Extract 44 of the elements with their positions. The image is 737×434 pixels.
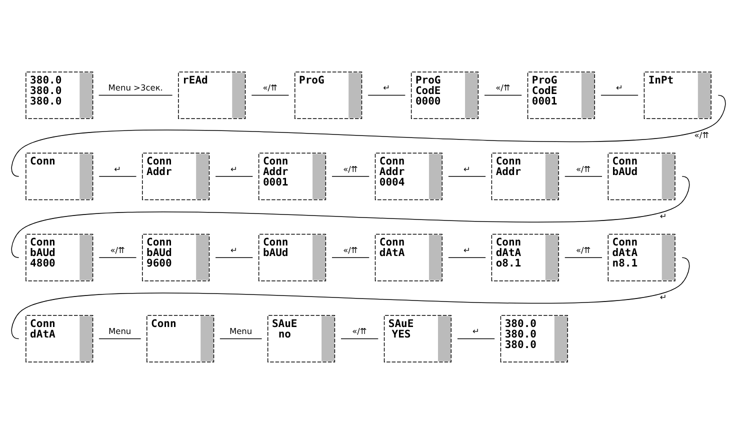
connector bbox=[448, 176, 486, 177]
connector bbox=[11, 257, 690, 340]
edge-label: ↵ bbox=[230, 244, 238, 255]
connector bbox=[457, 338, 495, 340]
edge-label: ↵ bbox=[230, 164, 238, 174]
edge-label: «/⇈ bbox=[352, 326, 367, 336]
connector bbox=[332, 257, 370, 258]
connector bbox=[368, 94, 406, 96]
edge-label: «/⇈ bbox=[576, 244, 591, 255]
edge-label: ↵ bbox=[463, 244, 470, 255]
connector bbox=[251, 94, 290, 96]
connector bbox=[564, 176, 602, 177]
connector bbox=[98, 94, 173, 96]
connector bbox=[98, 338, 142, 340]
edge-label: «/⇈ bbox=[343, 244, 358, 255]
connector bbox=[215, 176, 254, 177]
edge-label: «/⇈ bbox=[576, 164, 591, 174]
edge-label: «/⇈ bbox=[694, 130, 710, 140]
edge-label: ↵ bbox=[660, 292, 667, 302]
edge-label: Menu >3сек. bbox=[108, 82, 163, 93]
connector bbox=[600, 94, 638, 96]
edge-label: «/⇈ bbox=[110, 244, 125, 255]
edge-label: «/⇈ bbox=[343, 164, 358, 174]
connector bbox=[564, 257, 602, 258]
edge-label: ↵ bbox=[114, 164, 122, 174]
edge-label: ↵ bbox=[463, 164, 470, 174]
edge-label: «/⇈ bbox=[262, 82, 278, 93]
connector bbox=[340, 338, 379, 340]
edge-label: Menu bbox=[108, 326, 132, 336]
edge-label: Menu bbox=[229, 326, 252, 336]
edge-label: ↵ bbox=[472, 326, 480, 336]
edge-label: ↵ bbox=[660, 211, 667, 222]
connector bbox=[11, 94, 726, 177]
connector bbox=[98, 257, 137, 258]
edge-label: «/⇈ bbox=[496, 82, 510, 93]
connector bbox=[11, 176, 690, 258]
edge-label: ↵ bbox=[616, 82, 623, 93]
connector bbox=[220, 338, 262, 340]
connector bbox=[484, 94, 522, 96]
connector bbox=[215, 257, 254, 258]
connector bbox=[332, 176, 370, 177]
edge-label: ↵ bbox=[383, 82, 390, 93]
connector bbox=[448, 257, 486, 258]
connector bbox=[98, 176, 137, 177]
